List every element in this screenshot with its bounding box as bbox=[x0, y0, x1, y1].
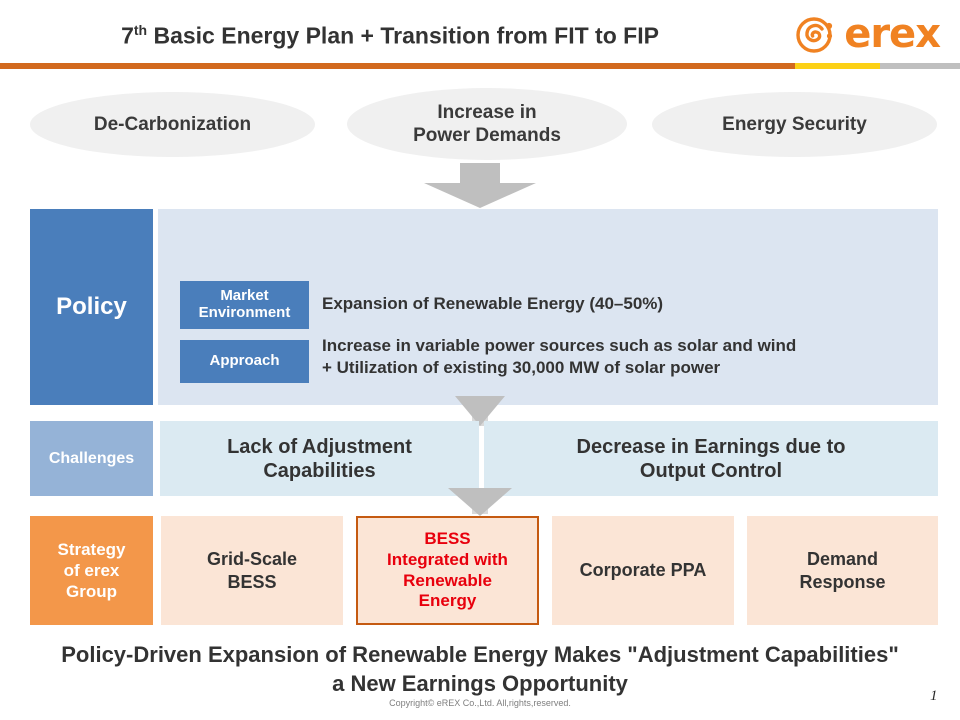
driver-label: De-Carbonization bbox=[93, 113, 252, 135]
conclusion-statement: Policy-Driven Expansion of Renewable Ene… bbox=[61, 642, 899, 697]
policy-heading-rest: Basic Energy Plan + Transition from FIT … bbox=[147, 22, 659, 49]
policy-to-challenges-arrow-icon bbox=[455, 396, 505, 426]
driver-ellipse-de-carbonization: De-Carbonization bbox=[30, 92, 315, 157]
erex-swirl-icon bbox=[796, 17, 833, 53]
driver-ellipse-energy-security: Energy Security bbox=[652, 92, 937, 157]
challenges-to-strategy-arrow-icon bbox=[448, 488, 512, 516]
policy-heading-prefix: 7 bbox=[121, 22, 134, 49]
header-divider-gray bbox=[880, 63, 960, 69]
erex-logo-text: erex bbox=[844, 11, 941, 57]
drivers-to-policy-arrow-icon bbox=[424, 163, 536, 208]
policy-text-market-environment: Expansion of Renewable Energy (40–50%) bbox=[322, 294, 664, 313]
policy-text-approach: Increase in variable power sources such … bbox=[322, 336, 797, 377]
strategy-box-corporate-ppa: Corporate PPA bbox=[552, 516, 734, 625]
policy-tag-approach: Approach bbox=[180, 340, 309, 383]
policy-tag-label: Approach bbox=[209, 352, 280, 370]
erex-logo: erex bbox=[760, 10, 941, 58]
page-number: 1 bbox=[930, 688, 938, 704]
header-divider-orange bbox=[0, 63, 795, 69]
strategy-label: Corporate PPA bbox=[579, 560, 707, 581]
driver-label: Energy Security bbox=[722, 113, 867, 135]
challenges-label-text: Challenges bbox=[48, 449, 135, 467]
policy-heading: 7th Basic Energy Plan + Transition from … bbox=[0, 22, 780, 50]
policy-label-text: Policy bbox=[56, 293, 127, 320]
policy-row-label: Policy bbox=[30, 209, 153, 405]
challenges-row-label: Challenges bbox=[30, 421, 153, 496]
copyright-notice: Copyright© eREX Co.,Ltd. All,rights,rese… bbox=[389, 698, 571, 708]
policy-heading-superscript: th bbox=[133, 22, 148, 38]
header-divider-yellow bbox=[795, 63, 880, 69]
